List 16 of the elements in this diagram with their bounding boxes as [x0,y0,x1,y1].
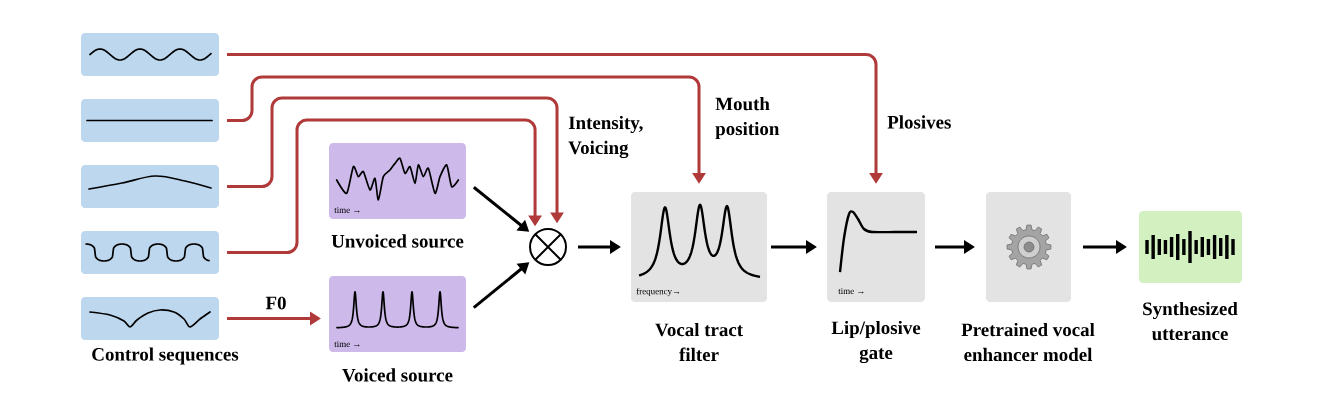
edge-label: Intensity, Voicing [567,114,645,160]
multiply-circle [529,228,567,266]
plot-panel: frequency→ [631,192,767,302]
edge-label: F0 [264,295,288,311]
plot-panel: time → [329,276,466,352]
node-label: Voiced source [342,368,453,382]
plot-panel: time → [329,143,466,219]
node-label: Synthesized utterance [1143,301,1238,341]
node-label: Lip/plosive gate [831,320,921,364]
plot-panel: time → [827,192,925,302]
edge-label: Plosives [886,114,953,130]
node-label: Unvoiced source [331,234,464,248]
node-label: Vocal tract filter [655,322,743,362]
arrow [227,118,542,254]
edge-label: Mouth position [714,95,781,141]
node-label: Pretrained vocal enhancer model [961,322,1095,362]
